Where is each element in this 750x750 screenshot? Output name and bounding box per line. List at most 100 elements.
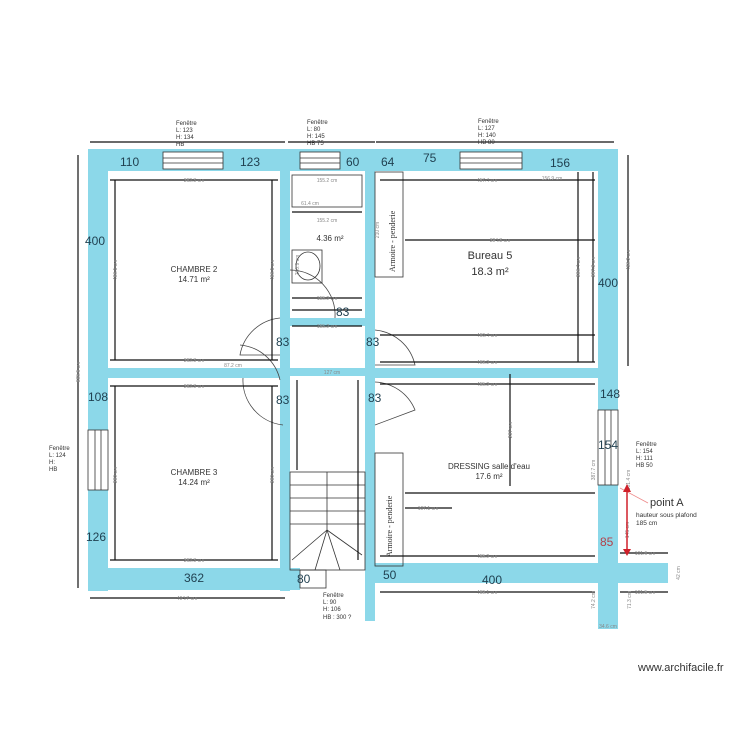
dimension-labels-part: 397.3 cm	[591, 257, 597, 278]
arrow-up-icon	[623, 484, 631, 492]
dimension-labels-part: 145 cm	[625, 522, 631, 538]
wall-bottom-left	[88, 568, 300, 590]
wall-lengths-part: 362	[184, 571, 204, 585]
wall-lengths-part: 400	[85, 234, 105, 248]
ceiling-height-value: 185 cm	[636, 520, 657, 527]
window-label-1-part: HB	[176, 142, 184, 148]
dimension-labels-part: 156.9 cm	[542, 176, 563, 182]
wall-lengths: 110 123 60 64 75 156 400 400 108 126 362…	[85, 151, 620, 587]
wall-vertical-right	[365, 171, 375, 621]
window-symbols-part	[459, 151, 523, 170]
dimension-labels-part: 42 cm	[676, 566, 682, 580]
window-label-3-part: H: 140	[478, 133, 496, 139]
staircase-part	[314, 529, 328, 571]
dimension-labels-part: 362.3 cm	[184, 358, 205, 364]
wall-lengths-part: 400	[482, 573, 502, 587]
wall-right	[598, 149, 618, 629]
dimension-labels-part: 469.1 cm	[477, 590, 498, 596]
window-label-5-part: HB 50	[636, 463, 653, 469]
staircase-part	[326, 529, 363, 556]
dimension-labels-part: 237 cm	[508, 422, 514, 438]
wall-lengths-part: 154	[598, 438, 618, 452]
window-symbols-part	[597, 409, 619, 486]
dimension-labels-part: 101.6 cm	[635, 551, 656, 557]
room-name-chambre-2: CHAMBRE 2	[171, 265, 218, 274]
dimension-labels-part: 155.2 cm	[317, 178, 338, 184]
wall-bottom-right	[365, 563, 668, 583]
dimension-labels-part: 71.3 cm	[627, 591, 633, 609]
dimension-labels: 362.3 cm 362.3 cm 362.3 cm 362.3 cm 486.…	[76, 176, 682, 630]
ceiling-height-label: hauteur sous plafond	[636, 512, 697, 519]
window-label-4-part: HB	[49, 467, 57, 473]
wall-lengths-part: 108	[88, 390, 108, 404]
window-label-4-part: H:	[49, 460, 55, 466]
wall-lengths-part: 83	[336, 305, 350, 319]
wardrobe-label-dressing: Armoire - penderie	[385, 495, 394, 557]
dimension-labels-part: 394.8 cm	[490, 238, 511, 244]
dimension-labels-part: 404.7 cm	[177, 596, 198, 602]
wall-lengths-part: 400	[598, 276, 618, 290]
wardrobe-dressing	[374, 452, 404, 567]
dimension-labels-part: 362.3 cm	[184, 178, 205, 184]
door-arcs-part	[289, 269, 336, 319]
wall-lengths-part: 64	[381, 155, 395, 169]
wall-chambres-divider	[108, 368, 290, 378]
dimension-labels-part: 34.6 cm	[599, 624, 617, 630]
window-symbols-part	[87, 429, 109, 491]
archifacile-credit: www.archifacile.fr	[637, 662, 724, 674]
dimension-labels-part: 107.1 cm	[418, 506, 439, 512]
wall-lengths-part: 156	[550, 156, 570, 170]
dimension-labels-part: 127 cm	[324, 370, 340, 376]
window-label-2-part: Fenêtre	[307, 120, 328, 126]
window-label-6-part: H: 106	[323, 607, 341, 613]
dimension-labels-part: 455.2 cm	[477, 382, 498, 388]
room-area-bureau: 18.3 m²	[471, 266, 509, 278]
door-arcs-part	[239, 317, 281, 356]
window-label-3-part: HB 80	[478, 140, 495, 146]
window-label-1-part: H: 134	[176, 135, 194, 141]
wall-lengths-part: 83	[276, 393, 290, 407]
wall-lengths-part: 75	[423, 151, 437, 165]
staircase-part	[291, 529, 328, 561]
window-symbols-part	[299, 151, 341, 170]
dimension-labels-part: 457.4 cm	[477, 178, 498, 184]
room-name-bureau: Bureau 5	[468, 250, 513, 262]
window-label-1-part: L: 123	[176, 128, 193, 134]
dimension-labels-part: 155.2 cm	[317, 218, 338, 224]
dimension-labels-part: 885.5 cm	[76, 362, 82, 383]
wall-lengths-part: 50	[383, 568, 397, 582]
room-area-chambre-3: 14.24 m²	[178, 478, 210, 487]
door-arcs-part	[374, 329, 416, 366]
wall-left	[88, 149, 108, 591]
dimension-labels-part: 455.2 cm	[477, 554, 498, 560]
room-name-dressing: DRESSING salle d'eau	[448, 462, 530, 471]
dimension-labels-part: 469.2 cm	[477, 360, 498, 366]
shower-tray	[291, 174, 363, 208]
window-symbols-part	[162, 151, 224, 170]
dimension-labels-part: 362.3 cm	[184, 384, 205, 390]
staircase-part	[326, 529, 341, 571]
wall-lengths-part: 83	[368, 391, 382, 405]
point-a-annotation: point A hauteur sous plafond 185 cm	[619, 484, 697, 556]
wall-lengths-part: 123	[240, 155, 260, 169]
window-label-5-part: H: 111	[636, 456, 653, 462]
room-area-bathroom: 4.36 m²	[316, 234, 343, 243]
dimension-labels-part: 438.2 cm	[626, 250, 632, 271]
window-label-3-part: Fenêtre	[478, 119, 499, 125]
wall-vertical-left	[280, 171, 290, 591]
window-label-5-part: Fenêtre	[636, 442, 657, 448]
dimension-labels-part: 101.5 cm	[635, 590, 656, 596]
wardrobe-label-bureau: Armoire - penderie	[388, 210, 397, 272]
dimension-labels-part: 155.2 cm	[317, 296, 338, 302]
dimension-labels-part: 486.1 cm	[113, 260, 119, 281]
dimension-labels-part: 386.4 cm	[576, 257, 582, 278]
sink-basin-icon	[295, 251, 321, 281]
walls	[88, 149, 668, 629]
dimension-labels-part: 380 cm	[113, 467, 119, 483]
window-label-2-part: L: 80	[307, 127, 321, 133]
window-label-1-part: Fenêtre	[176, 121, 197, 127]
window-label-4-part: Fenêtre	[49, 446, 70, 452]
